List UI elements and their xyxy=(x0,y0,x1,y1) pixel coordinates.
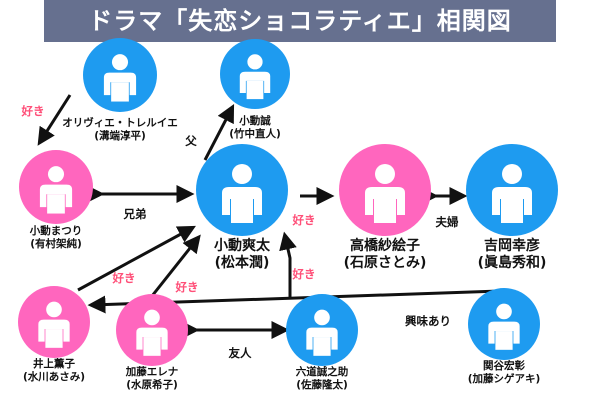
person-torso-icon xyxy=(45,329,63,348)
relation-label-kaoruko-sota: 好き xyxy=(112,271,136,285)
relation-label-sota-makoto: 父 xyxy=(185,134,197,148)
character-label-makoto: 小動誠 (竹中直人) xyxy=(229,115,281,140)
person-body-icon xyxy=(365,187,405,215)
person-body-icon xyxy=(222,187,262,215)
character-name: 高橋紗絵子 xyxy=(349,238,420,254)
arrow-rikudo-sota xyxy=(279,231,297,297)
person-torso-icon xyxy=(143,337,161,356)
person-torso-icon xyxy=(47,194,65,214)
person-head-icon xyxy=(144,309,160,326)
character-node-saeko xyxy=(339,144,431,236)
person-torso-icon xyxy=(246,80,264,100)
character-node-yoshioka xyxy=(466,144,558,236)
person-head-icon xyxy=(232,164,252,184)
person-torso-icon xyxy=(495,331,513,350)
character-actor: (眞島秀和) xyxy=(477,254,547,271)
person-head-icon xyxy=(47,166,65,183)
person-body-icon xyxy=(38,319,70,342)
character-label-matsuri: 小動まつり (有村架純) xyxy=(30,225,83,250)
person-body-icon xyxy=(103,72,137,96)
character-name: 井上薫子 xyxy=(32,358,75,370)
character-label-sekiya: 関谷宏彰 (加藤シゲアキ) xyxy=(468,360,541,385)
person-torso-icon xyxy=(313,337,331,356)
character-node-sekiya xyxy=(468,288,540,360)
character-node-makoto xyxy=(220,39,290,109)
character-name: 小動誠 xyxy=(239,115,271,127)
relation-label-matsuri-sota: 兄弟 xyxy=(123,207,147,221)
person-body-icon xyxy=(306,327,338,350)
character-actor: (水川あさみ) xyxy=(22,370,86,383)
person-torso-icon xyxy=(374,199,396,223)
person-torso-icon xyxy=(501,199,523,223)
character-node-olivier xyxy=(83,38,157,112)
character-node-matsuri xyxy=(19,150,93,224)
person-head-icon xyxy=(502,164,522,184)
relation-label-saeko-yoshioka: 夫婦 xyxy=(435,215,459,229)
arrow-sota-makoto xyxy=(203,104,235,161)
person-head-icon xyxy=(111,54,129,71)
character-label-sota: 小動爽太 (松本潤) xyxy=(214,238,270,272)
person-head-icon xyxy=(375,164,395,184)
page-title: ドラマ「失恋ショコラティエ」相関図 xyxy=(88,7,512,35)
character-node-rikudo xyxy=(286,294,358,366)
person-head-icon xyxy=(314,309,330,326)
person-torso-icon xyxy=(111,82,129,102)
person-body-icon xyxy=(488,321,520,344)
person-body-icon xyxy=(39,184,73,208)
person-body-icon xyxy=(239,71,271,94)
arrow-erena-sota xyxy=(150,234,201,297)
character-node-kaoruko xyxy=(18,286,90,358)
person-body-icon xyxy=(136,327,168,350)
character-actor: (加藤シゲアキ) xyxy=(467,372,541,385)
character-node-erena xyxy=(116,294,188,366)
relation-label-erena-sota: 好き xyxy=(175,280,199,294)
character-actor: (竹中直人) xyxy=(229,127,281,140)
character-actor: (松本潤) xyxy=(214,254,270,271)
character-label-yoshioka: 吉岡幸彦 (眞島秀和) xyxy=(478,238,547,272)
person-head-icon xyxy=(496,303,512,320)
character-label-erena: 加藤エレナ (水原希子) xyxy=(126,366,179,391)
character-actor: (佐藤隆太) xyxy=(296,378,348,391)
relation-label-sota-saeko: 好き xyxy=(292,213,316,227)
person-torso-icon xyxy=(231,199,253,223)
relation-label-rikudo-sota: 好き xyxy=(292,267,316,281)
character-actor: (石原さとみ) xyxy=(343,254,427,271)
title-bar xyxy=(44,0,556,42)
character-actor: (溝端淳平) xyxy=(94,129,146,142)
character-name: 小動爽太 xyxy=(214,238,270,254)
character-label-rikudo: 六道誠之助 (佐藤隆太) xyxy=(296,366,349,391)
character-name: 吉岡幸彦 xyxy=(483,238,540,254)
character-label-olivier: オリヴィエ・トレルイエ (溝端淳平) xyxy=(62,117,177,142)
person-body-icon xyxy=(492,187,532,215)
arrow-olivier-matsuri xyxy=(37,94,72,146)
person-head-icon xyxy=(46,301,62,318)
character-name: 六道誠之助 xyxy=(295,366,349,378)
character-node-sota xyxy=(196,144,288,236)
relation-label-sekiya-kaoruko: 興味あり xyxy=(405,314,451,328)
character-actor: (水原希子) xyxy=(126,378,178,391)
person-head-icon xyxy=(247,54,263,70)
character-actor: (有村架純) xyxy=(30,237,82,250)
character-name: 小動まつり xyxy=(29,225,83,237)
character-label-saeko: 高橋紗絵子 (石原さとみ) xyxy=(344,238,427,272)
character-name: 関谷宏彰 xyxy=(482,360,525,372)
arrow-kaoruko-sota xyxy=(77,225,196,292)
relation-label-erena-rikudo: 友人 xyxy=(228,346,252,360)
character-label-kaoruko: 井上薫子 (水川あさみ) xyxy=(23,358,85,383)
relation-label-olivier-matsuri: 好き xyxy=(21,104,45,118)
character-name: 加藤エレナ xyxy=(125,366,179,378)
character-name: オリヴィエ・トレルイエ xyxy=(62,117,178,129)
